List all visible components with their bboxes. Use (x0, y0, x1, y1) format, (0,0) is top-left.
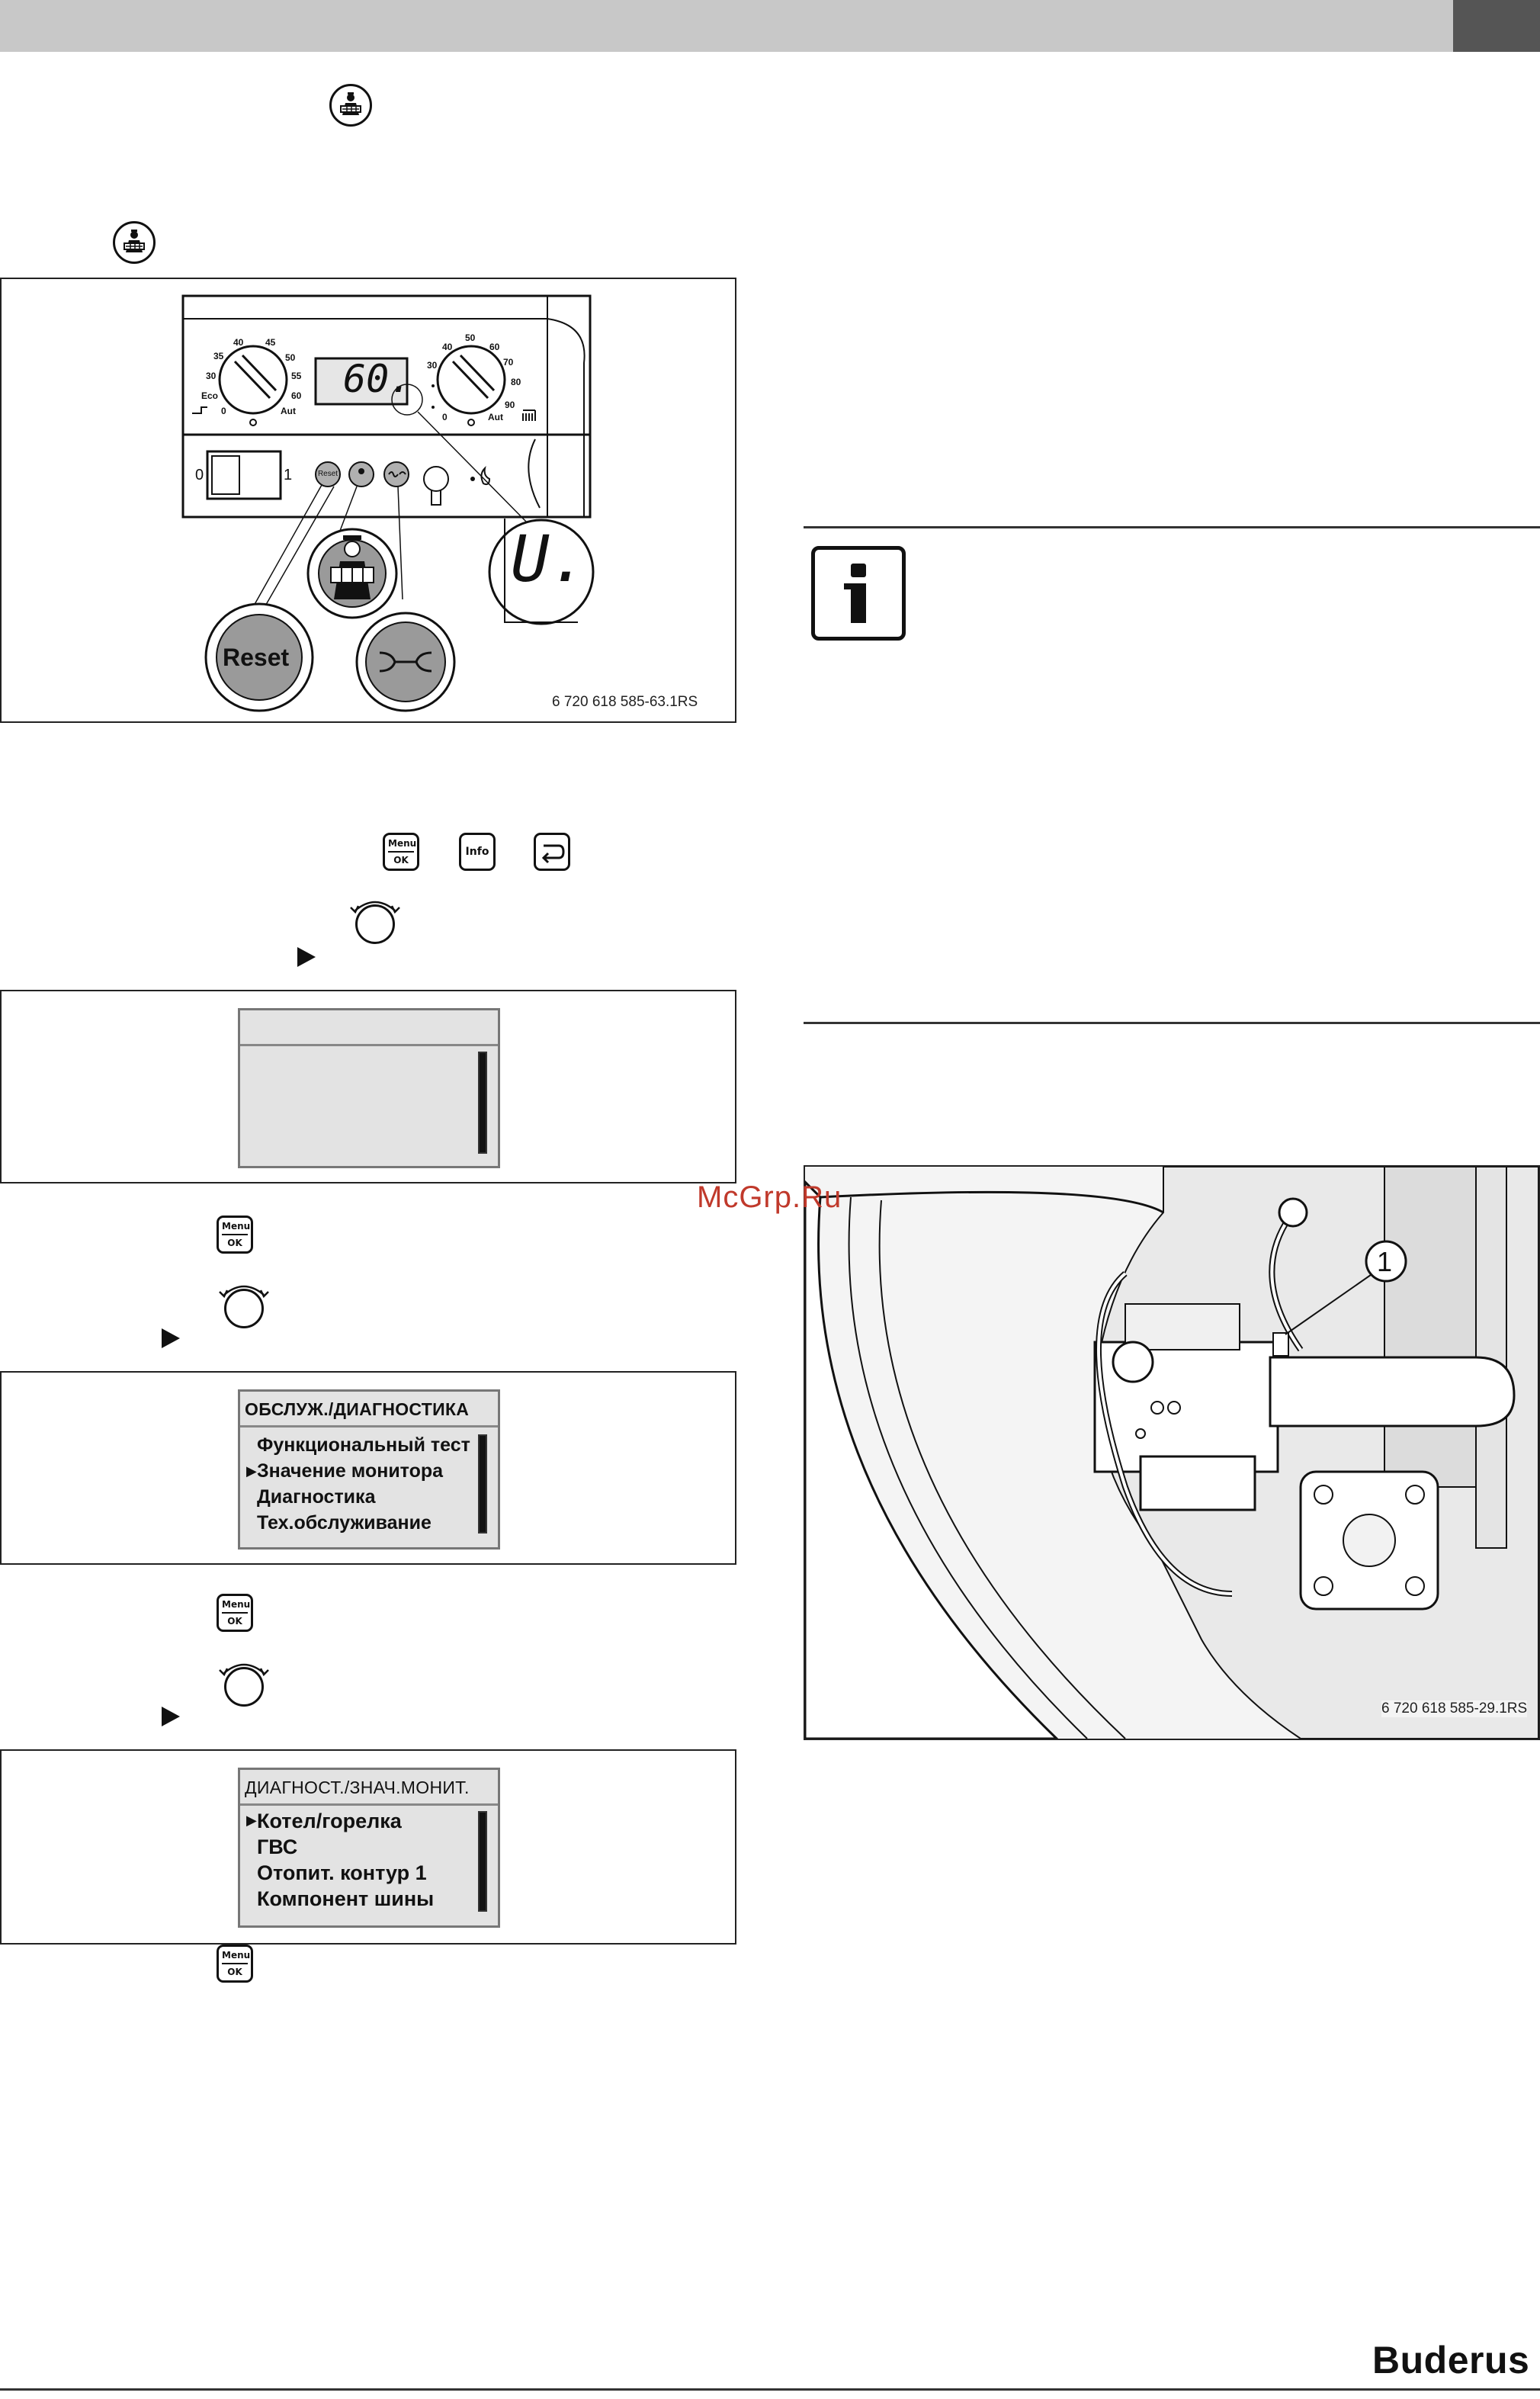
step-arrow-icon (162, 1707, 180, 1726)
info-top-rule (804, 526, 1540, 528)
rotate-arrows-icon (219, 1285, 269, 1299)
display-figure-2: ОБСЛУЖ./ДИАГНОСТИКА Функциональный тест … (0, 1371, 736, 1565)
callout-number: 1 (1377, 1246, 1393, 1277)
burner-photo-drawing (805, 1167, 1538, 1739)
lcd-title-divider (240, 1044, 498, 1046)
footer-rule (0, 2388, 1540, 2391)
info-bottom-rule (804, 1022, 1540, 1024)
figure-caption: 6 720 618 585-29.1RS (1381, 1700, 1528, 1717)
rotary-knob-icon (355, 904, 395, 944)
dial-tick: 80 (511, 377, 521, 387)
dial-tick: 0 (221, 406, 226, 416)
display-u-magnified: U. (511, 522, 589, 596)
dial-tick: 70 (503, 357, 514, 368)
rotary-knob-icon (224, 1289, 264, 1328)
display-figure-3: ДИАГНОСТ./ЗНАЧ.МОНИТ. Котел/горелка ГВС … (0, 1749, 736, 1945)
chimney-sweep-icon (113, 221, 156, 264)
watermark: McGrp.Ru (697, 1180, 842, 1214)
menu-item[interactable]: ГВС (257, 1835, 298, 1858)
dial-tick: 50 (285, 352, 296, 363)
dial-tick: Eco (201, 390, 219, 401)
switch-off-label: 0 (195, 467, 204, 483)
menu-item[interactable]: Функциональный тест (257, 1434, 470, 1456)
dial-tick: 30 (206, 371, 217, 381)
display-figure-1 (0, 990, 736, 1183)
dial-tick: Aut (281, 406, 296, 416)
menu-item-selected[interactable]: Значение монитора (246, 1460, 443, 1482)
dial-tick: 0 (442, 412, 448, 422)
menu-item[interactable]: Отопит. контур 1 (257, 1861, 427, 1884)
lcd-screen (238, 1008, 500, 1168)
header-page-tab (1453, 0, 1540, 52)
dial-tick: 90 (505, 400, 515, 410)
chimney-sweep-icon (329, 84, 372, 127)
menu-item[interactable]: Диагностика (257, 1486, 376, 1508)
dial-tick: 30 (427, 360, 438, 371)
info-key-icon: Info (459, 833, 496, 871)
lcd-title-divider (240, 1425, 498, 1428)
lcd-title: ОБСЛУЖ./ДИАГНОСТИКА (245, 1399, 470, 1419)
lcd-screen: ДИАГНОСТ./ЗНАЧ.МОНИТ. Котел/горелка ГВС … (238, 1768, 500, 1928)
reset-button-small-label: Reset (317, 470, 338, 478)
dial-tick: 50 (465, 332, 476, 343)
dial-tick: 60 (291, 390, 302, 401)
lcd-scrollbar (478, 1811, 487, 1912)
dial-tick: Aut (488, 412, 503, 422)
back-key-icon (534, 833, 570, 871)
burner-photo-figure: 1 6 720 618 585-29.1RS (804, 1165, 1540, 1740)
menu-item[interactable]: Тех.обслуживание (257, 1512, 432, 1533)
switch-on-label: 1 (284, 467, 293, 483)
control-panel-figure: 40 45 35 50 30 55 Eco 60 0 Aut 50 40 60 … (0, 278, 736, 723)
dial-tick: 40 (233, 337, 244, 348)
dial-tick: 55 (291, 371, 302, 381)
rotate-arrows-icon (219, 1663, 269, 1677)
display-temperature: 60. (343, 357, 412, 401)
menu-item[interactable]: Компонент шины (257, 1887, 435, 1910)
lcd-scrollbar (478, 1052, 487, 1154)
lcd-title-divider (240, 1803, 498, 1806)
dial-tick: 40 (442, 342, 453, 352)
rotate-arrows-icon (350, 901, 400, 914)
step-arrow-icon (162, 1328, 180, 1348)
figure-caption: 6 720 618 585-63.1RS (552, 694, 698, 710)
lcd-scrollbar (478, 1434, 487, 1533)
lcd-title: ДИАГНОСТ./ЗНАЧ.МОНИТ. (245, 1778, 470, 1797)
buderus-logo: Buderus (1372, 2339, 1530, 2381)
menu-item-selected[interactable]: Котел/горелка (246, 1810, 402, 1833)
rotary-knob-icon (224, 1667, 264, 1707)
step-arrow-icon (297, 947, 316, 967)
reset-button-label: Reset (223, 644, 290, 671)
control-panel-drawing (181, 294, 595, 712)
info-icon (811, 546, 906, 641)
dial-tick: 35 (213, 351, 224, 361)
lcd-screen: ОБСЛУЖ./ДИАГНОСТИКА Функциональный тест … (238, 1389, 500, 1550)
dial-tick: 60 (489, 342, 500, 352)
header-bar (0, 0, 1453, 52)
dial-tick: 45 (265, 337, 276, 348)
